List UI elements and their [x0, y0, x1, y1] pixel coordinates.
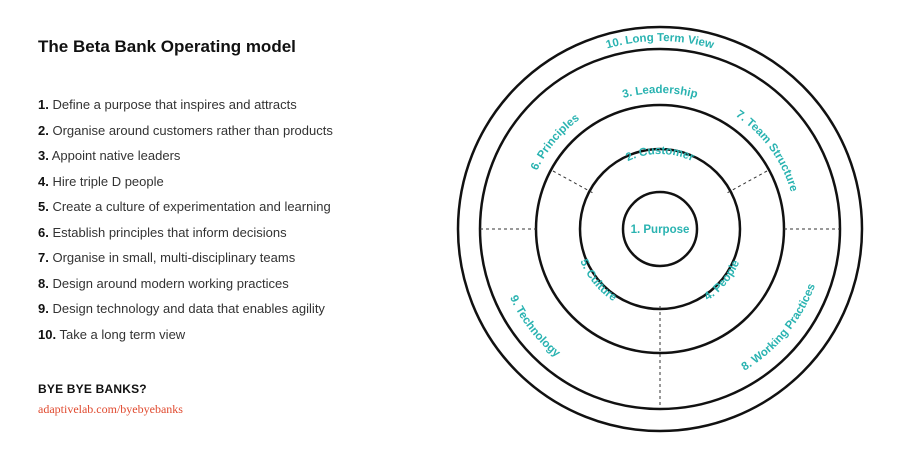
center-circle — [621, 190, 699, 268]
label-culture: 5. Culture — [577, 257, 618, 304]
list-item: 6. Establish principles that inform deci… — [38, 224, 333, 250]
list-item: 2. Organise around customers rather than… — [38, 122, 333, 148]
label-purpose: 1. Purpose — [631, 224, 690, 236]
item-number: 9. — [38, 301, 49, 316]
list-item: 3. Appoint native leaders — [38, 147, 333, 173]
divider-upper-right — [726, 170, 768, 194]
list-item: 7. Organise in small, multi-disciplinary… — [38, 249, 333, 275]
list-item: 10. Take a long term view — [38, 326, 333, 352]
list-item: 1. Define a purpose that inspires and at… — [38, 96, 333, 122]
dividers — [480, 170, 840, 405]
item-text: Organise around customers rather than pr… — [52, 122, 333, 138]
footer-link[interactable]: adaptivelab.com/byebyebanks — [38, 402, 183, 416]
item-number: 4. — [38, 173, 49, 189]
item-text: Establish principles that inform decisio… — [52, 224, 287, 240]
outer-ring — [456, 25, 864, 433]
item-text: Organise in small, multi-disciplinary te… — [52, 250, 296, 265]
label-customer: 2. Customer — [624, 145, 696, 164]
item-number: 3. — [38, 148, 49, 163]
item-text: Appoint native leaders — [51, 148, 181, 163]
label-working-practices: 8. Working Practices — [740, 282, 818, 373]
list-item: 9. Design technology and data that enabl… — [38, 300, 333, 326]
item-number: 1. — [38, 97, 49, 112]
list-item: 4. Hire triple D people — [38, 173, 333, 199]
item-text: Define a purpose that inspires and attra… — [52, 97, 297, 112]
item-number: 10. — [38, 326, 57, 342]
principles-list: 1. Define a purpose that inspires and at… — [38, 96, 333, 351]
item-number: 5. — [38, 199, 49, 214]
list-item: 8. Design around modern working practice… — [38, 275, 333, 301]
left-panel: The Beta Bank Operating model 1. Define … — [38, 0, 458, 450]
item-text: Design technology and data that enables … — [52, 301, 325, 316]
item-text: Take a long term view — [59, 326, 186, 342]
item-text: Create a culture of experimentation and … — [52, 199, 331, 214]
label-people: 4. People — [702, 258, 742, 303]
label-technology: 9. Technology — [507, 294, 562, 361]
label-team-structure: 7. Team Structure — [734, 108, 800, 193]
divider-upper-left — [552, 170, 594, 194]
label-leadership: 3. Leadership — [621, 84, 699, 101]
footer-heading: BYE BYE BANKS? — [38, 382, 147, 396]
list-item: 5. Create a culture of experimentation a… — [38, 198, 333, 224]
item-number: 6. — [38, 224, 49, 240]
page-title: The Beta Bank Operating model — [38, 37, 296, 56]
item-number: 7. — [38, 250, 49, 265]
item-number: 8. — [38, 275, 49, 291]
item-text: Design around modern working practices — [52, 275, 289, 291]
operating-model-diagram: 10. Long Term View 6. Principles 3. Lead… — [456, 25, 864, 433]
item-text: Hire triple D people — [52, 173, 164, 189]
item-number: 2. — [38, 122, 49, 138]
